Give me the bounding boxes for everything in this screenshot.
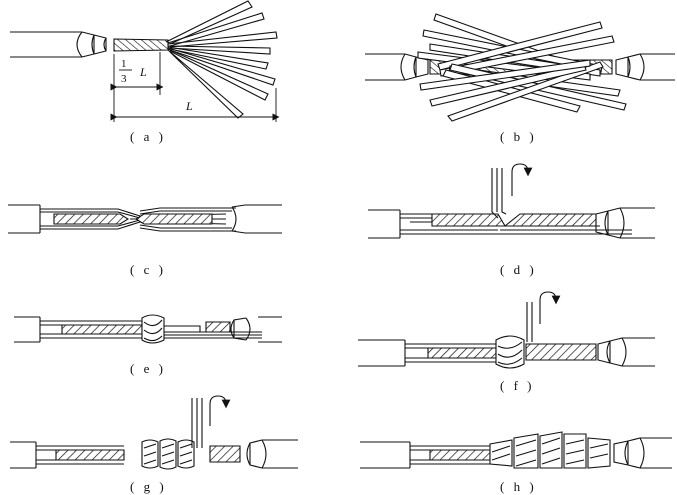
overlapped-strands-c: [40, 207, 236, 232]
raised-strand-f: [526, 302, 533, 342]
wrap-knot-e: [141, 314, 165, 344]
wrap-coils-h: [489, 431, 611, 469]
cable-h-left: [360, 441, 411, 469]
cable-f-right: [597, 337, 655, 367]
panel-g: [10, 395, 298, 470]
cable-c-left: [8, 204, 41, 234]
raised-strand-d: [491, 168, 507, 219]
fanned-strands-a: [165, 0, 278, 119]
panel-h: [360, 431, 672, 469]
caption-g: ( g ): [130, 479, 167, 494]
length-symbol: L: [185, 99, 193, 113]
fraction-denominator-label: 3: [121, 73, 127, 85]
caption-b: ( b ): [500, 129, 537, 144]
rotation-arrow-icon: [209, 395, 231, 426]
twisted-core-a: [113, 38, 169, 52]
caption-h: ( h ): [500, 479, 537, 494]
dimension-a: [110, 52, 280, 122]
strands-e: [40, 320, 262, 339]
cable-e-left: [14, 316, 41, 343]
strands-f: [405, 343, 597, 363]
rotation-arrow-icon: [511, 163, 533, 196]
panel-a: [10, 0, 280, 122]
wrap-coils-g: [141, 438, 195, 470]
caption-a: ( a ): [130, 129, 166, 144]
caption-f: ( f ): [500, 378, 535, 393]
rotation-arrow-icon: [539, 291, 561, 324]
panel-d: [368, 163, 655, 239]
strands-d: [400, 213, 632, 235]
cable-a: [10, 0, 278, 119]
cable-f-left: [358, 339, 406, 367]
panel-b: [365, 13, 675, 122]
panel-e: [14, 314, 282, 344]
strands-g: [36, 445, 241, 465]
panel-c: [8, 204, 282, 234]
caption-d: ( d ): [500, 262, 537, 277]
caption-e: ( e ): [130, 361, 166, 376]
wrap-knot-f: [495, 335, 525, 369]
strands-h: [410, 445, 491, 465]
fraction-numerator-label: 1: [121, 58, 127, 70]
panel-f: [358, 291, 655, 369]
cable-g-right: [246, 439, 298, 469]
cable-c-right: [231, 204, 282, 234]
short-length-symbol: L: [139, 65, 147, 79]
cable-d-left: [368, 209, 401, 239]
cable-h-right: [613, 437, 672, 469]
raised-strand-g: [191, 398, 203, 448]
cable-g-left: [10, 441, 37, 469]
crossed-strands-b: [417, 13, 627, 122]
cable-b-right: [615, 53, 675, 81]
caption-c: ( c ): [130, 262, 166, 277]
